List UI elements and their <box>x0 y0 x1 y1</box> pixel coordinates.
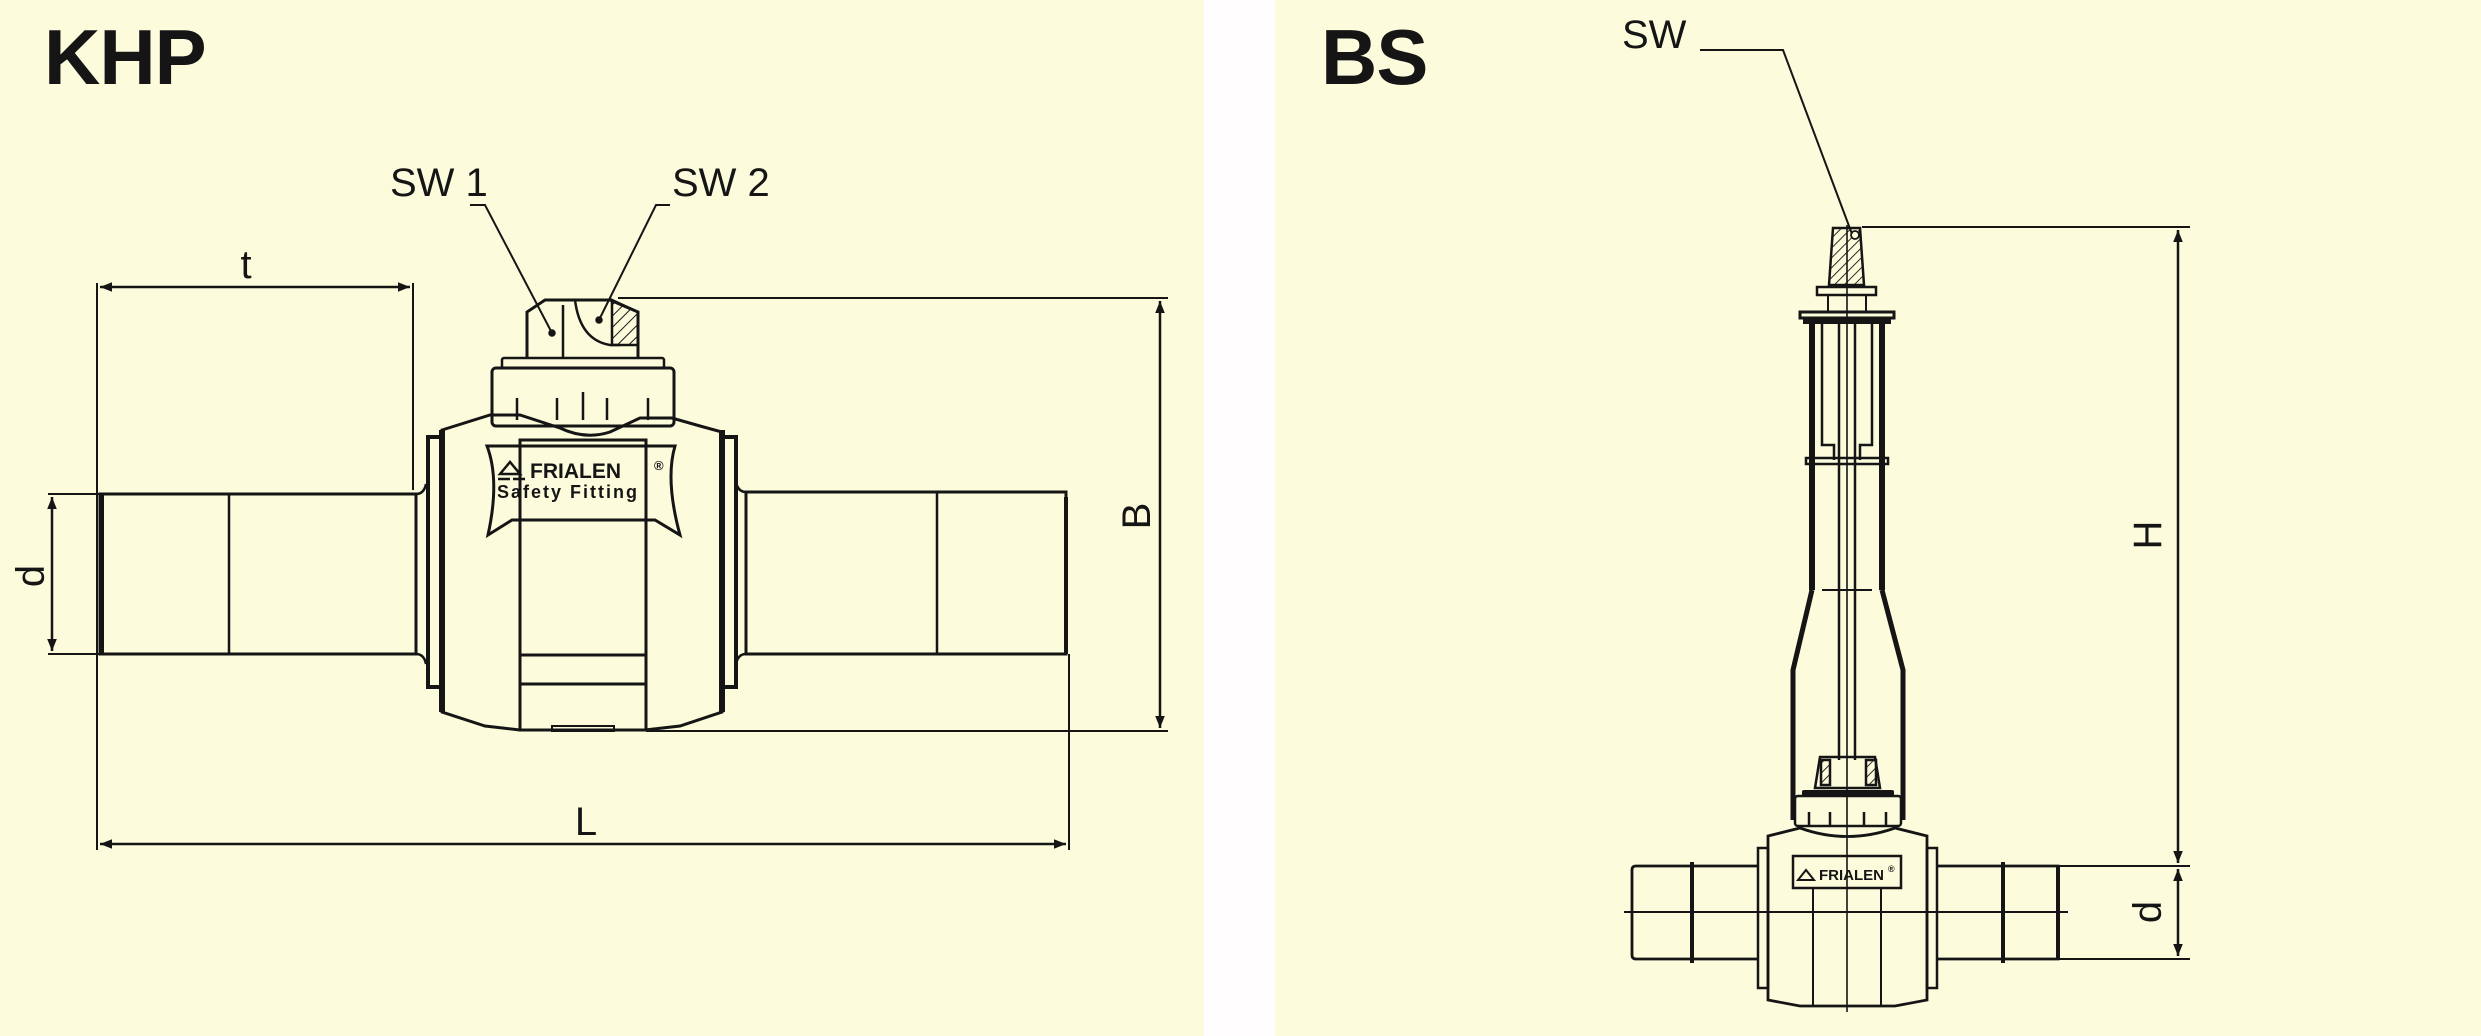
frialen-logo-icon <box>1795 868 1817 881</box>
sw2-leader <box>598 204 670 321</box>
khp-brand-name: FRIALEN <box>530 460 621 483</box>
bs-sw-label: SW <box>1622 13 1687 57</box>
bs-valve-body <box>1766 826 1929 1008</box>
bs-brand: FRIALEN ® <box>1795 864 1895 884</box>
frialen-logo-icon <box>497 460 525 481</box>
right-spigot <box>744 490 1068 656</box>
l-label: L <box>575 800 597 844</box>
d-label: d <box>9 565 53 587</box>
khp-brand-subtitle: Safety Fitting <box>497 482 639 502</box>
h-label: H <box>2126 521 2170 550</box>
t-label: t <box>240 243 251 287</box>
khp-drawing: SW 1 SW 2 t L d B FRIALEN ® Safety Fitti… <box>9 161 1168 850</box>
bs-drawing: SW H d FRIALEN ® <box>1622 13 2190 1012</box>
svg-text:®: ® <box>654 458 664 473</box>
bs-panel: BS <box>1275 0 2481 1036</box>
svg-text:®: ® <box>1888 864 1895 874</box>
khp-label-plate <box>484 444 683 539</box>
khp-brand: FRIALEN ® Safety Fitting <box>497 458 664 502</box>
bs-title: BS <box>1321 13 1428 101</box>
khp-title: KHP <box>44 13 207 101</box>
b-label: B <box>1115 503 1159 530</box>
bs-sw-leader <box>1700 49 1853 235</box>
khp-panel: KHP <box>0 0 1204 1036</box>
bs-brand-name: FRIALEN <box>1819 867 1884 884</box>
left-spigot <box>98 492 418 656</box>
bs-label-plate <box>1791 854 1903 890</box>
sw1-leader <box>470 204 553 334</box>
sw2-label: SW 2 <box>672 161 770 205</box>
bs-d-label: d <box>2126 901 2170 923</box>
sw1-label: SW 1 <box>390 161 488 205</box>
panel-divider <box>1204 0 1275 1036</box>
